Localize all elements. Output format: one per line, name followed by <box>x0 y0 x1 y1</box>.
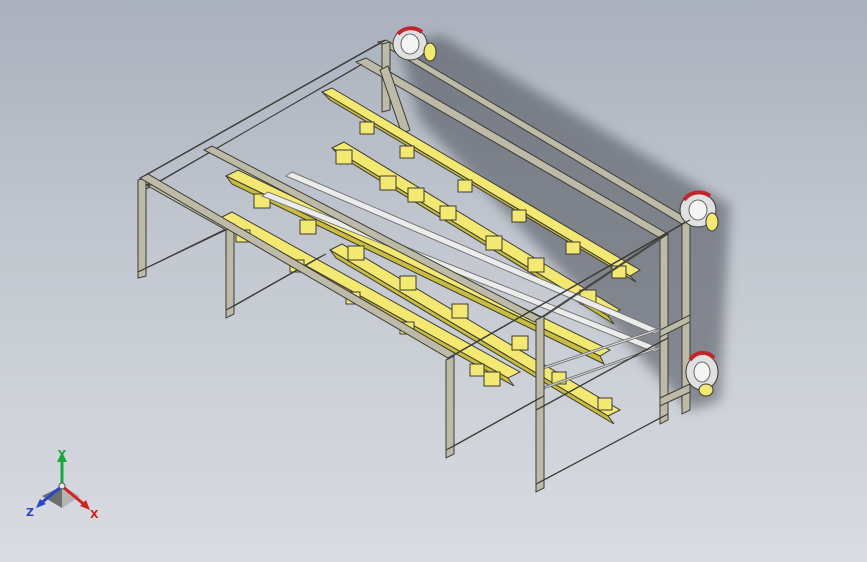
z-axis-label: Z <box>26 506 34 519</box>
orientation-triad[interactable]: Y X Z <box>22 446 106 526</box>
caster-wheels[interactable] <box>392 26 719 397</box>
x-axis-label: X <box>90 508 99 521</box>
y-axis-label: Y <box>57 448 67 461</box>
fixture-rail-1[interactable] <box>320 87 641 283</box>
caster-wheel-top-left[interactable] <box>392 26 437 62</box>
caster-wheel-right-upper[interactable] <box>679 190 719 232</box>
caster-wheel-right-lower[interactable] <box>685 350 719 397</box>
frame-front[interactable] <box>137 39 691 493</box>
frame-back[interactable] <box>354 39 692 425</box>
